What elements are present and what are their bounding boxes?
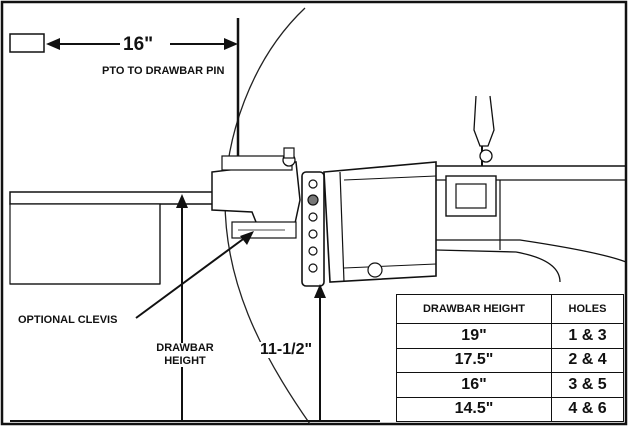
pto-caption-label: PTO TO DRAWBAR PIN [102,65,225,77]
drawbar-height-line1: DRAWBAR [156,342,214,354]
table-row: 14.5" 4 & 6 [396,396,624,422]
drawbar-support [9,203,161,285]
drawbar-height-line2: HEIGHT [164,355,206,367]
table-row: 16" 3 & 5 [396,372,624,398]
row-holes: 4 & 6 [551,396,624,422]
pto-distance-label: 16" [123,34,154,55]
clevis-leader-line [135,233,251,319]
optional-clevis-label: OPTIONAL CLEVIS [18,314,118,326]
row-height: 16" [396,372,552,398]
hole-2 [307,194,319,206]
hole-4 [308,229,318,239]
hole-1 [308,179,318,189]
jack-handle [473,95,495,147]
drawbar-holes-table: DRAWBAR HEIGHT HOLES 19" 1 & 3 17.5" 2 &… [396,294,624,422]
implement-tongue [323,161,437,283]
hole-5 [308,246,318,256]
table-row: 19" 1 & 3 [396,323,624,349]
hole-6 [308,263,318,273]
row-holes: 1 & 3 [551,323,624,349]
height-arrow-icon [176,194,188,208]
table-header-row: DRAWBAR HEIGHT HOLES [396,294,624,324]
hole-3 [308,212,318,222]
row-height: 19" [396,323,552,349]
arrow-left-icon [46,38,60,50]
row-holes: 3 & 5 [551,372,624,398]
row-holes: 2 & 4 [551,347,624,373]
drawbar-height-label: DRAWBAR HEIGHT [150,343,220,367]
arrow-right-icon [224,38,238,50]
header-holes: HOLES [551,294,624,324]
row-height: 17.5" [396,347,552,373]
row-height: 14.5" [396,396,552,422]
pto-shaft-stub [9,33,45,53]
leader-arrow-icon [240,231,254,245]
ground-clearance-label: 11-1/2" [258,341,315,358]
clearance-arrow-icon [314,284,326,298]
table-row: 17.5" 2 & 4 [396,347,624,373]
header-drawbar-height: DRAWBAR HEIGHT [396,294,552,324]
